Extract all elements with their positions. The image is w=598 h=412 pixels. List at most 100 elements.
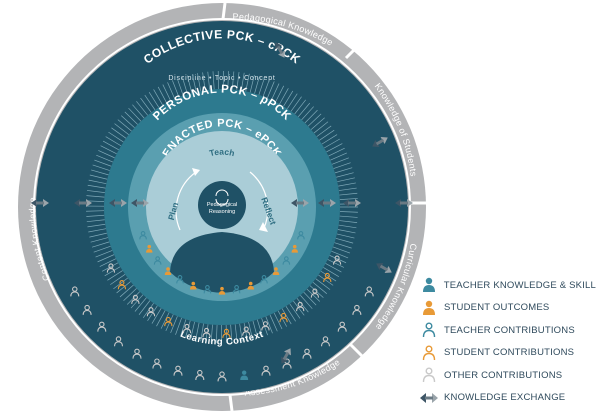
hatch-line — [304, 109, 318, 124]
hatch-line — [338, 187, 357, 191]
hatch-line — [101, 262, 119, 272]
person-outline-icon — [420, 321, 438, 339]
hatch-line — [294, 99, 307, 115]
hatch-line — [336, 172, 354, 178]
hatch-line — [119, 284, 134, 298]
person-outline-icon — [364, 286, 374, 297]
hatch-line — [306, 288, 321, 302]
hatch-line — [329, 255, 347, 264]
person-outline-icon — [302, 348, 312, 359]
hatch-line — [334, 167, 353, 174]
hatch-line — [88, 228, 107, 233]
hatch-line — [281, 308, 292, 325]
hatch-line — [279, 88, 289, 105]
hatch-line — [333, 162, 351, 169]
hatch-line — [275, 85, 285, 103]
cycle-arrowhead-right — [259, 222, 268, 232]
hatch-line — [301, 106, 314, 121]
double-arrow-icon — [291, 199, 309, 207]
person-outline-icon — [296, 301, 305, 312]
person-outline-icon — [176, 275, 184, 284]
hatch-line — [176, 78, 184, 96]
hatch-line — [339, 215, 358, 218]
person-outline-icon — [320, 336, 330, 347]
hatch-line — [197, 73, 202, 92]
double-arrow-icon — [31, 199, 49, 207]
hatch-line — [307, 113, 322, 127]
hatch-line — [231, 71, 235, 90]
hatch-line — [256, 319, 264, 337]
person-outline-icon — [97, 321, 107, 332]
hatch-line — [105, 136, 122, 147]
teach-label: Teach — [208, 147, 235, 159]
hatch-line — [234, 324, 238, 343]
hatch-line — [318, 274, 334, 286]
person-outline-icon — [153, 256, 162, 265]
hatch-line — [136, 101, 149, 116]
double-arrow-icon — [275, 42, 285, 58]
hatch-line — [148, 91, 160, 108]
hatch-line — [138, 300, 151, 315]
hatch-line — [254, 76, 260, 94]
hatch-line — [326, 143, 343, 153]
person-outline-icon — [217, 371, 227, 382]
person-outline-icon — [297, 231, 305, 240]
person-filled-icon — [190, 281, 197, 290]
person-outline-icon — [261, 321, 270, 331]
hatch-line — [334, 242, 352, 249]
person-filled-icon — [240, 370, 249, 380]
hatch-line — [321, 134, 338, 145]
double-arrow-icon — [109, 199, 127, 207]
double-arrow-icon — [395, 199, 413, 207]
hatch-line — [319, 129, 335, 141]
collective-subtitle: Discipline • Topic • Concept — [168, 75, 275, 82]
hatch-line — [325, 263, 342, 273]
legend: TEACHER KNOWLEDGE & SKILL STUDENT OUTCOM… — [420, 274, 596, 409]
hatch-line — [240, 72, 245, 91]
person-outline-icon — [70, 286, 80, 297]
hatch-line — [271, 83, 280, 101]
hatch-line — [337, 177, 355, 183]
hatch-line — [86, 210, 105, 212]
hatch-line — [338, 224, 357, 229]
hatch-line — [245, 73, 250, 92]
hatch-line — [172, 80, 180, 98]
person-outline-icon — [131, 294, 140, 304]
hatch-line — [191, 74, 197, 92]
person-outline-icon — [203, 285, 212, 294]
hatch-line — [89, 174, 108, 180]
hatch-line — [93, 245, 111, 253]
person-filled-icon — [164, 267, 172, 275]
hatch-line — [236, 72, 240, 90]
hatch-line — [202, 72, 206, 91]
person-outline-icon — [114, 336, 124, 347]
hatch-line — [180, 319, 187, 337]
hatch-line — [157, 86, 167, 103]
hatch-line — [327, 259, 344, 268]
person-outline-icon — [164, 316, 173, 327]
hatch-line — [95, 250, 113, 258]
hatch-line — [331, 250, 349, 259]
hatch-line — [320, 270, 337, 282]
person-outline-icon — [420, 344, 438, 362]
hatch-line — [86, 219, 105, 223]
hatch-line — [285, 305, 296, 322]
person-outline-icon — [279, 312, 288, 323]
hatch-line — [86, 190, 105, 193]
hatch-line — [153, 89, 163, 106]
hatch-line — [144, 94, 156, 111]
double-arrow-icon — [420, 389, 438, 407]
person-outline-icon — [202, 327, 211, 338]
person-outline-icon — [332, 255, 342, 265]
hatch-line — [195, 322, 200, 341]
hatch-line — [252, 320, 258, 339]
hatch-line — [265, 316, 273, 334]
hatch-line — [290, 96, 302, 112]
hatch-line — [283, 90, 294, 107]
hatch-line — [227, 71, 229, 90]
hatch-line — [339, 220, 358, 223]
hatch-line — [156, 310, 166, 327]
hatch-line — [108, 131, 124, 143]
hatch-line — [249, 74, 255, 93]
